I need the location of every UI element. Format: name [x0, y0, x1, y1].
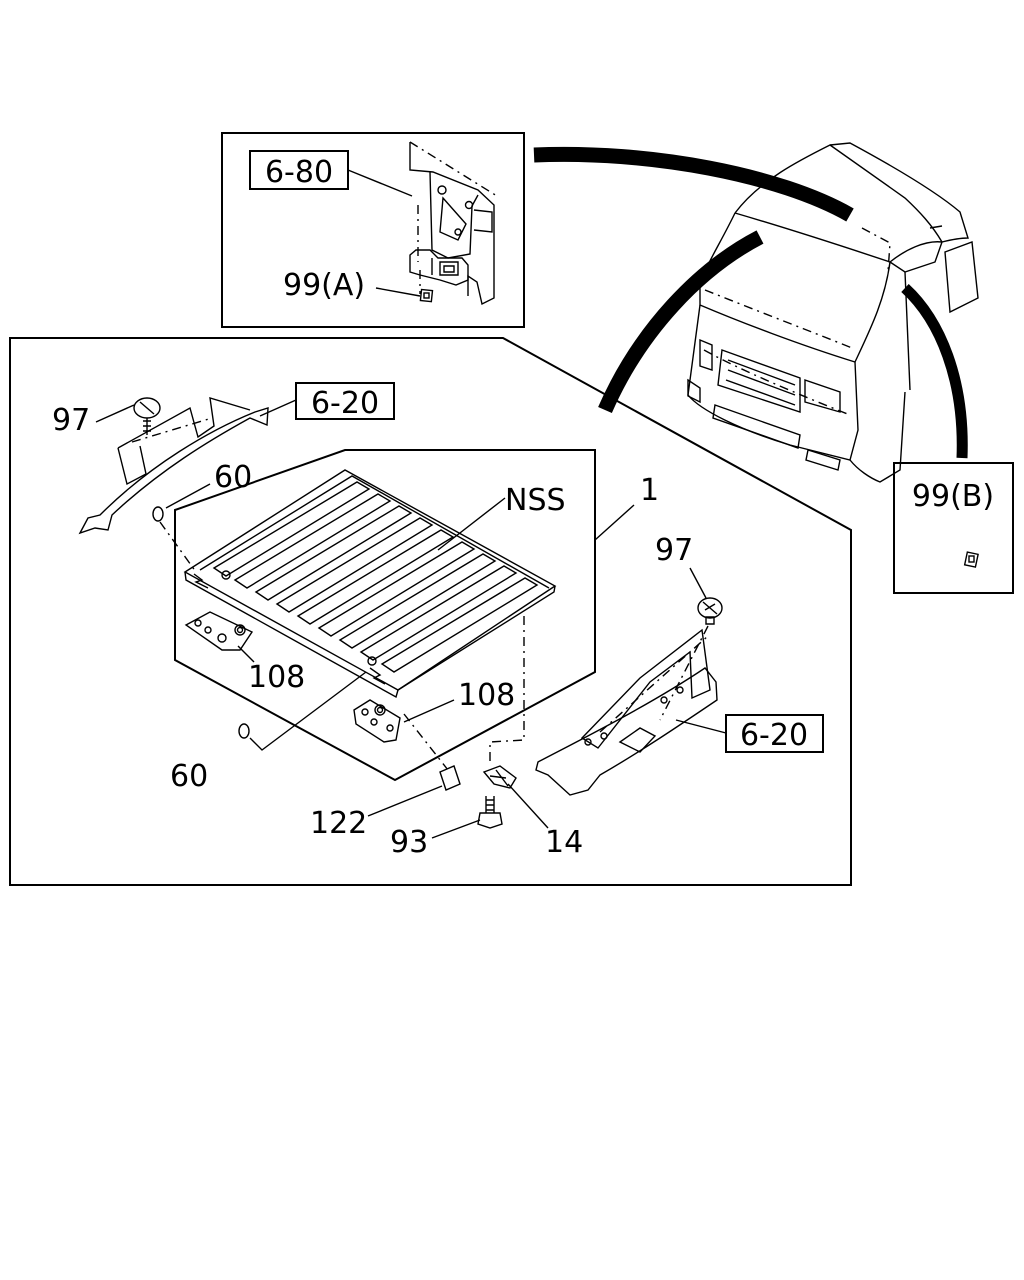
ref-box-6-20-right [725, 714, 824, 753]
part-label-122: 122 [310, 806, 367, 841]
leader-60-top [165, 483, 211, 509]
part-label-60-bottom: 60 [170, 759, 208, 794]
clip-14 [482, 765, 517, 789]
inset-detail-99a: 6-80 99(A) [221, 132, 525, 328]
part-label-97-right: 97 [655, 533, 693, 568]
square-nut-99b [963, 551, 979, 568]
roof-subassembly-frame [174, 449, 596, 782]
leader-14 [507, 783, 549, 829]
leader-nss [437, 497, 506, 551]
bracket-108-left [184, 611, 254, 651]
centerline-60-top [159, 521, 197, 573]
clip-122 [439, 765, 461, 791]
part-label-93: 93 [390, 825, 428, 860]
leader-97-left [95, 404, 135, 423]
right-roof-rail-trim [535, 628, 718, 796]
inset-detail-99b: 99(B) [893, 462, 1014, 594]
leader-97-right [689, 567, 707, 599]
centerline-14 [489, 616, 525, 762]
ref-label-6-20-left: 6-20 [311, 386, 379, 421]
callout-arc-right [901, 283, 968, 459]
part-label-1: 1 [640, 473, 659, 508]
screw-97-left [133, 397, 161, 435]
part-label-14: 14 [545, 825, 583, 860]
centerline-122 [403, 713, 449, 771]
callout-arc-left [598, 230, 764, 414]
inset-frame-99b [893, 462, 1014, 594]
part-label-60-top: 60 [214, 460, 252, 495]
leader-6-20-left [259, 399, 297, 417]
leader-122 [367, 785, 443, 817]
bolt-93 [477, 796, 503, 829]
truck-cab-illustration [687, 142, 979, 483]
ref-label-6-80: 6-80 [265, 155, 333, 190]
leader-6-80 [347, 169, 413, 197]
ref-label-6-20-right: 6-20 [740, 718, 808, 753]
leader-93 [431, 819, 481, 839]
inset-frame-99a [221, 132, 525, 328]
screw-97-right [697, 597, 723, 625]
leader-60-bottom [249, 671, 367, 751]
main-assembly-frame [9, 337, 852, 886]
leader-99a [375, 287, 421, 297]
callout-arc-top [533, 146, 854, 222]
clip-60-bottom [238, 723, 250, 739]
part-label-99b: 99(B) [912, 479, 994, 514]
leader-1 [594, 504, 635, 541]
leader-108-right [403, 699, 455, 723]
part-label-nss: NSS [505, 483, 566, 518]
leader-6-20-right [675, 719, 727, 734]
part-label-97-left: 97 [52, 403, 90, 438]
bracket-108-right [353, 699, 401, 743]
part-label-99a: 99(A) [283, 268, 365, 303]
leader-108-left [237, 645, 255, 663]
part-label-108-right: 108 [458, 678, 515, 713]
left-roof-rail-trim [78, 397, 269, 535]
centerline-97-right [659, 625, 709, 721]
pillar-bracket-illustration [409, 141, 498, 306]
square-nut-99a [419, 288, 434, 303]
roof-lining-panel [183, 469, 557, 699]
part-label-108-left: 108 [248, 660, 305, 695]
ref-box-6-20-left [295, 382, 395, 420]
clip-60-top [152, 506, 164, 522]
